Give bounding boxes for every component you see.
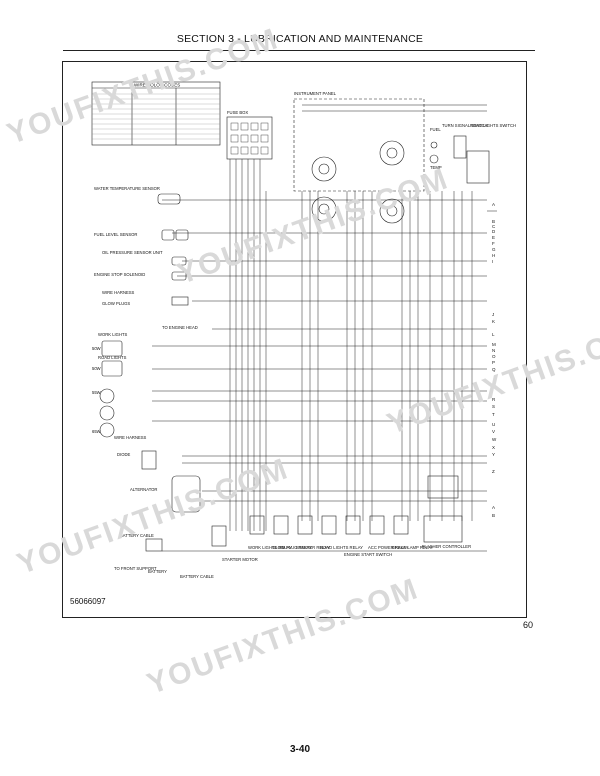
label-engine-stop-solenoid: ENGINE STOP SOLENOID xyxy=(94,272,145,277)
road-light-lamp-2 xyxy=(99,405,115,421)
terminal-label: Q xyxy=(492,367,496,372)
battery xyxy=(145,538,163,552)
water-temp-sensor xyxy=(157,193,181,205)
terminal-label: U xyxy=(492,422,495,427)
label-50w: 50W xyxy=(92,346,101,351)
terminal-label: B xyxy=(492,513,495,518)
label-instrument-panel: INSTRUMENT PANEL xyxy=(294,91,337,96)
glow-plug-relay xyxy=(273,515,289,535)
instrument-panel xyxy=(293,98,425,192)
label-engine-start-switch: ENGINE START SWITCH xyxy=(344,552,392,557)
label-50w-b: 50W xyxy=(92,366,101,371)
road-light-1 xyxy=(101,360,123,377)
fuel-level-sensor xyxy=(161,229,175,241)
terminal-label: W xyxy=(492,437,497,442)
label-fuel: FUEL xyxy=(430,127,441,132)
terminal-label: N xyxy=(492,348,495,353)
fuse-box xyxy=(226,116,273,160)
label-acc-power-relay: ACC POWER RELAY xyxy=(368,545,409,550)
terminal-label: Z xyxy=(492,469,495,474)
section-header: SECTION 3 - LUBRICATION AND MAINTENANCE xyxy=(176,33,424,45)
label-road-lights-relay: ROAD LIGHTS RELAY xyxy=(320,545,363,550)
terminal-label: F xyxy=(492,241,495,246)
terminal-label: S xyxy=(492,404,495,409)
label-oil-pressure-sensor: OIL PRESSURE SENSOR UNIT xyxy=(102,250,163,255)
label-fuse-box: FUSE BOX xyxy=(227,110,248,115)
terminal-label: R xyxy=(492,397,496,402)
label-brake-lamp-relay: BRAKE LAMP RELAY xyxy=(392,545,433,550)
road-light-lamp-1 xyxy=(99,388,115,404)
label-glow-plugs: GLOW PLUGS xyxy=(102,301,130,306)
label-55w: 55W xyxy=(92,390,101,395)
label-starter-relay: STARTER RELAY xyxy=(296,545,330,550)
road-lights-relay xyxy=(321,515,337,535)
label-work-lights-relay: WORK LIGHTS RELAY xyxy=(248,545,292,550)
label-starter-motor: STARTER MOTOR xyxy=(222,557,258,562)
terminal-label: B xyxy=(492,219,495,224)
label-wire-harness-2: WIRE HARNESS xyxy=(114,435,147,440)
label-alternator: ALTERNATOR xyxy=(130,487,157,492)
page-number: 3-40 xyxy=(289,744,310,755)
terminal-label: P xyxy=(492,360,495,365)
starter-relay xyxy=(297,515,313,535)
terminal-label: A xyxy=(492,505,495,510)
label-diode: DIODE xyxy=(117,452,130,457)
terminal-label: I xyxy=(492,259,493,264)
engine-stop-solenoid xyxy=(171,271,187,281)
terminal-label: G xyxy=(492,247,496,252)
work-light-1 xyxy=(101,340,123,357)
terminal-label: T xyxy=(492,412,495,417)
label-to-front-support: TO FRONT SUPPORT xyxy=(114,566,157,571)
label-turn-signal-switch: TURN SIGNAL SWITCH xyxy=(442,123,488,128)
terminal-label: X xyxy=(492,445,495,450)
terminal-label: K xyxy=(492,319,495,324)
label-to-engine-head: TO ENGINE HEAD xyxy=(162,325,198,330)
diode xyxy=(141,450,157,470)
terminal-label: D xyxy=(492,229,496,234)
work-lights-relay xyxy=(249,515,265,535)
flasher-controller xyxy=(423,515,463,543)
diagram-frame xyxy=(62,61,527,618)
label-wire-harness-1: WIRE HARNESS xyxy=(102,290,135,295)
wire-color-table-title: WIRE COLOR CODES xyxy=(134,83,180,88)
glow-plugs xyxy=(171,296,189,306)
label-road-lights: ROAD LIGHTS xyxy=(98,355,127,360)
label-battery: BATTERY xyxy=(148,569,167,574)
terminal-label: L xyxy=(492,332,495,337)
engine-start-switch xyxy=(345,515,361,535)
label-temp: TEMP xyxy=(430,165,442,170)
label-glow-plug-relay: GLOW PLUG RELAY xyxy=(272,545,312,550)
brake-lamp-relay xyxy=(393,515,409,535)
label-road-lights-switch: ROAD LIGHTS SWITCH xyxy=(470,123,516,128)
label-fuel-level-sensor: FUEL LEVEL SENSOR xyxy=(94,232,137,237)
label-flasher-controller: FLASHER CONTROLLER xyxy=(422,544,471,549)
figure-page-ref: 60 xyxy=(523,620,534,630)
wiring-diagram: WIRE COLOR CODES FUSE BOX INSTRUMENT PAN… xyxy=(91,81,516,579)
terminal-label: C xyxy=(492,224,496,229)
terminal-label: A xyxy=(492,202,495,207)
label-battery-cable-2: BATTERY CABLE xyxy=(180,574,214,579)
label-work-lights: WORK LIGHTS xyxy=(98,332,128,337)
terminal-label: V xyxy=(492,429,495,434)
terminal-label: E xyxy=(492,235,495,240)
terminal-label: J xyxy=(492,312,494,317)
terminal-label: H xyxy=(492,253,495,258)
alternator xyxy=(171,475,201,513)
figure-number: 56066097 xyxy=(70,597,106,606)
terminal-label: O xyxy=(492,354,496,359)
acc-power-relay xyxy=(369,515,385,535)
label-battery-cable-1: BATTERY CABLE xyxy=(120,533,154,538)
oil-pressure-sensor xyxy=(171,256,187,266)
wire-color-table xyxy=(91,81,221,146)
terminal-label: Y xyxy=(492,452,495,457)
label-water-temp-sensor: WATER TEMPERATURE SENSOR xyxy=(94,186,160,191)
terminal-label: M xyxy=(492,342,496,347)
label-65w: 65W xyxy=(92,429,101,434)
starter-motor xyxy=(211,525,227,547)
header-rule xyxy=(63,50,535,51)
